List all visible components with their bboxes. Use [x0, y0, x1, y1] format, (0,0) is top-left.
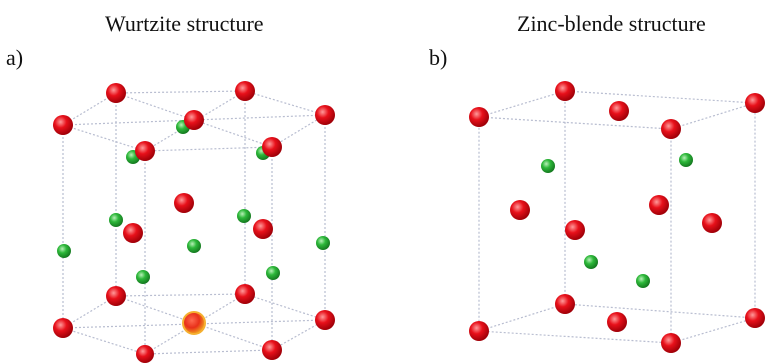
green-atom	[316, 236, 330, 250]
red-atom	[469, 107, 489, 127]
red-atom	[253, 219, 273, 239]
red-atom	[123, 223, 143, 243]
red-atom	[607, 312, 627, 332]
panel-a-label: a)	[6, 45, 24, 70]
wurtzite-unit-cell	[53, 81, 335, 363]
green-atom	[266, 266, 280, 280]
red-atom	[106, 83, 126, 103]
red-atom	[565, 220, 585, 240]
wurtzite-red-atoms	[53, 81, 335, 363]
zinc-blende-red-atoms	[469, 81, 765, 353]
panel-b-label: b)	[429, 45, 448, 70]
red-atom	[649, 195, 669, 215]
green-atom	[136, 270, 150, 284]
red-atom	[262, 137, 282, 157]
red-atom	[53, 318, 73, 338]
red-atom	[106, 286, 126, 306]
green-atom	[187, 239, 201, 253]
red-atom	[262, 340, 282, 360]
red-atom	[661, 333, 681, 353]
green-atom	[636, 274, 650, 288]
red-atom	[315, 105, 335, 125]
red-atom	[235, 284, 255, 304]
red-atom	[315, 310, 335, 330]
highlighted-atom	[182, 311, 206, 335]
red-atom	[555, 294, 575, 314]
green-atom	[584, 255, 598, 269]
zinc-blende-title: Zinc-blende structure	[517, 11, 706, 36]
red-atom	[555, 81, 575, 101]
red-atom	[174, 193, 194, 213]
green-atom	[57, 244, 71, 258]
red-atom	[510, 200, 530, 220]
green-atom	[679, 153, 693, 167]
zinc-blende-unit-cell	[469, 81, 765, 353]
red-atom	[661, 119, 681, 139]
red-atom	[136, 345, 154, 363]
red-atom	[609, 101, 629, 121]
red-atom	[135, 141, 155, 161]
red-atom	[745, 93, 765, 113]
green-atom	[541, 159, 555, 173]
green-atom	[109, 213, 123, 227]
red-atom	[235, 81, 255, 101]
red-atom	[702, 213, 722, 233]
wurtzite-title: Wurtzite structure	[105, 11, 264, 36]
red-atom	[184, 110, 204, 130]
red-atom	[53, 115, 73, 135]
wurtzite-green-atoms	[57, 120, 330, 284]
red-atom	[469, 321, 489, 341]
red-atom	[745, 308, 765, 328]
green-atom	[237, 209, 251, 223]
zinc-blende-green-atoms	[541, 153, 693, 288]
